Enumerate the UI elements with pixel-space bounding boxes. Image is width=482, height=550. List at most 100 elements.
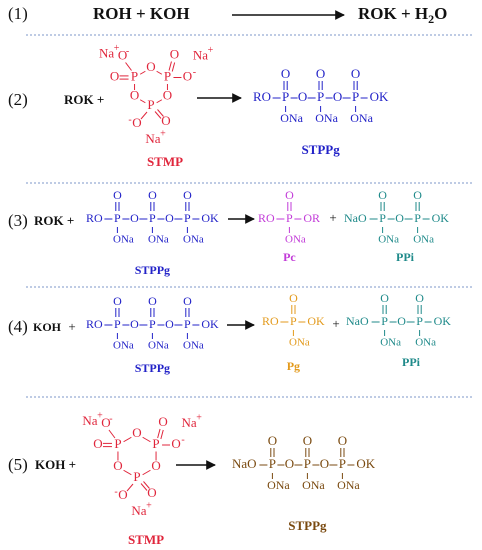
oxide-charge: - <box>128 114 131 125</box>
oxide-oxygen: O <box>183 68 192 83</box>
compound-label: STPPg <box>135 361 170 375</box>
compound-label: STPPg <box>301 142 340 157</box>
ring-bond <box>123 436 132 443</box>
compound-label: STMP <box>128 532 164 547</box>
sodium-counterion: Na <box>99 45 114 60</box>
sodium-oxide-group: ONa <box>113 234 134 246</box>
reaction-4-reactant: KOH <box>33 320 62 334</box>
phosphorus-atom: P <box>381 314 388 328</box>
phosphorus-atom: P <box>149 211 156 225</box>
phosphorus-atom: P <box>184 211 191 225</box>
oxo-oxygen: O <box>170 46 179 61</box>
sodium-oxide-group: ONa <box>289 337 310 349</box>
sodium-oxide-group: ONa <box>148 234 169 246</box>
oxo-oxygen: O <box>147 485 156 500</box>
phosphoryl-oxygen: O <box>148 294 157 308</box>
compound-label: Pg <box>287 359 300 373</box>
double-bond <box>171 62 176 72</box>
sodium-oxide-group: ONa <box>183 340 204 352</box>
single-bond <box>125 62 132 71</box>
double-bond <box>157 109 164 117</box>
phosphoryl-oxygen: O <box>415 291 424 305</box>
double-bond <box>140 483 148 491</box>
sodium-counterion: Na <box>145 131 160 146</box>
phosphorus-atom: P <box>414 211 421 225</box>
double-bond <box>160 429 164 440</box>
oxide-oxygen: O <box>118 487 127 502</box>
ring-bond <box>142 469 151 476</box>
phosphorus-atom: P <box>114 211 121 225</box>
oxide-oxygen: O <box>171 436 180 451</box>
reaction-number: (2) <box>8 90 28 109</box>
products-tail: O <box>434 4 447 23</box>
chain-right-group: OK <box>356 456 375 471</box>
chain-left-group: NaO <box>346 314 369 328</box>
phosphoryl-oxygen: O <box>351 66 360 81</box>
phosphorus-atom: P <box>114 317 121 331</box>
ring-bond <box>139 99 146 104</box>
phosphorus-atom: P <box>286 211 293 225</box>
sodium-charge: + <box>114 43 120 54</box>
sodium-charge: + <box>146 500 152 511</box>
sodium-oxide-group: ONa <box>415 337 436 349</box>
ring-oxygen: O <box>151 458 160 473</box>
single-bond <box>126 483 134 492</box>
compound-label: Pc <box>283 250 296 264</box>
oxide-charge: - <box>181 434 184 445</box>
double-bond <box>168 61 172 71</box>
sodium-oxide-group: ONa <box>280 111 303 125</box>
single-bond <box>140 111 148 120</box>
oxide-oxygen: O <box>101 415 110 430</box>
chain-right-group: OK <box>307 314 325 328</box>
sodium-oxide-group: ONa <box>183 234 204 246</box>
oxide-charge: - <box>109 413 112 424</box>
ring-bond <box>139 70 146 75</box>
phosphoryl-oxygen: O <box>303 433 312 448</box>
phosphorus-atom: P <box>379 211 386 225</box>
phosphoryl-oxygen: O <box>268 433 277 448</box>
ring-bond <box>156 99 163 104</box>
chain-left-group: NaO <box>232 456 257 471</box>
sodium-oxide-group: ONa <box>378 234 399 246</box>
phosphoryl-oxygen: O <box>113 188 122 202</box>
ring-bond <box>142 436 151 443</box>
chain-right-group: OK <box>370 89 389 104</box>
reaction-number: (1) <box>8 4 28 23</box>
compound-label: PPi <box>396 250 415 264</box>
oxo-oxygen: O <box>110 68 119 83</box>
sodium-oxide-group: ONa <box>302 478 325 492</box>
phosphoryl-oxygen: O <box>380 291 389 305</box>
bridge-oxygen: O <box>395 211 404 225</box>
sodium-oxide-group: ONa <box>380 337 401 349</box>
bridge-oxygen: O <box>165 317 174 331</box>
bridge-oxygen: O <box>397 314 406 328</box>
sodium-oxide-group: ONa <box>285 234 306 246</box>
compound-label: STPPg <box>288 518 327 533</box>
chain-right-group: OK <box>201 211 219 225</box>
compound-label: PPi <box>402 355 421 369</box>
phosphorus-atom: P <box>269 456 276 471</box>
sodium-charge: + <box>160 128 166 139</box>
phosphoryl-oxygen: O <box>113 294 122 308</box>
reaction-3-reactant: ROK + <box>34 213 74 228</box>
plus-sign: + <box>329 210 336 225</box>
phosphorus-atom: P <box>184 317 191 331</box>
chain-left-group: RO <box>253 89 271 104</box>
oxide-oxygen: O <box>118 47 127 62</box>
oxo-oxygen: O <box>161 113 170 128</box>
bridge-oxygen: O <box>130 211 139 225</box>
double-bond <box>143 481 150 489</box>
ring-phosphorus: P <box>164 68 171 83</box>
chain-right-group: OK <box>434 314 452 328</box>
sodium-counterion: Na <box>82 413 97 428</box>
oxide-oxygen: O <box>132 115 141 130</box>
ring-bond <box>156 70 163 75</box>
oxide-charge: - <box>114 486 117 497</box>
ring-oxygen: O <box>130 87 139 102</box>
